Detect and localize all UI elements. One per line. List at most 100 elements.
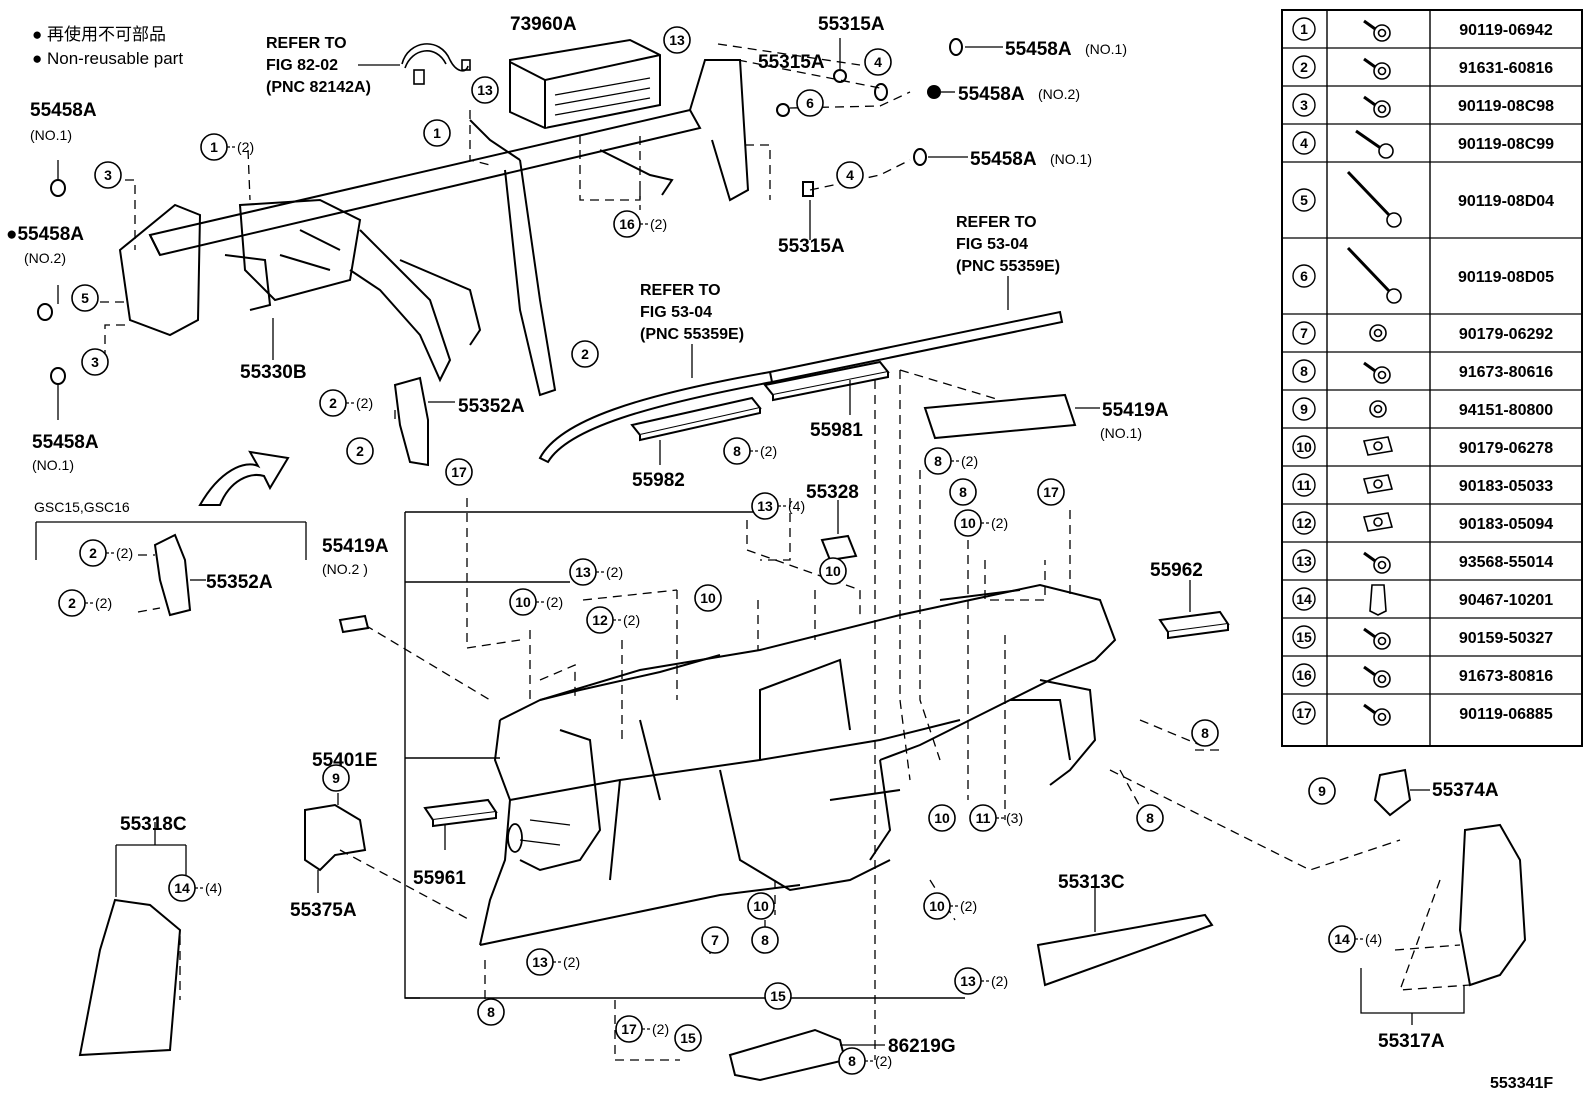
- callout-c6[interactable]: 6: [796, 89, 824, 117]
- callout-c17a[interactable]: 17: [445, 458, 473, 486]
- callout-number: 13: [575, 564, 591, 580]
- screw-icon: [1363, 551, 1391, 574]
- callout-c8a[interactable]: 8(2): [723, 437, 777, 465]
- callout-c9a[interactable]: 9: [322, 764, 350, 792]
- stud-bolt-icon: [1346, 246, 1402, 304]
- callout-c17c[interactable]: 17(2): [615, 1015, 669, 1043]
- callout-number: 8: [1201, 725, 1209, 741]
- callout-c9b[interactable]: 9: [1308, 777, 1336, 805]
- label-55313C: 55313C: [1058, 872, 1125, 893]
- callout-c17b[interactable]: 17: [1037, 478, 1065, 506]
- callout-c10g[interactable]: 10(2): [923, 892, 977, 920]
- windshield-molding[interactable]: [538, 310, 1064, 464]
- callout-c4a[interactable]: 4: [864, 48, 892, 76]
- callout-c2a[interactable]: 2: [571, 340, 599, 368]
- label-55458A-r2-no: (NO.2): [1038, 86, 1080, 102]
- speaker-panel-55419A-no1[interactable]: [923, 393, 1077, 440]
- callout-c11[interactable]: 11(3): [969, 804, 1023, 832]
- table-row-number: 5: [1300, 192, 1308, 208]
- table-part-number: 91631-60816: [1459, 60, 1553, 77]
- callout-c10c[interactable]: 10: [819, 557, 847, 585]
- register-55962[interactable]: [1158, 610, 1230, 640]
- reinforcement-beam-55330B[interactable]: [118, 59, 750, 397]
- callout-number: 9: [332, 770, 340, 786]
- bracket-86219G[interactable]: [728, 1028, 847, 1082]
- callout-c2d[interactable]: 2(2): [79, 539, 133, 567]
- cover-55317A[interactable]: [1458, 823, 1527, 987]
- callout-c13a[interactable]: 13: [663, 26, 691, 54]
- callout-c10d[interactable]: 10: [694, 584, 722, 612]
- callout-c14a[interactable]: 14(4): [168, 874, 222, 902]
- label-55458A-l3: 55458A: [32, 432, 99, 453]
- callout-number: 13: [757, 498, 773, 514]
- callout-c13c[interactable]: 13(4): [751, 492, 805, 520]
- callout-c10a[interactable]: 10(2): [954, 509, 1008, 537]
- defroster-nozzle-55981[interactable]: [763, 360, 890, 402]
- table-part-number: 90183-05033: [1459, 478, 1553, 495]
- callout-c8c[interactable]: 8: [949, 478, 977, 506]
- reference-fig-53-04-b[interactable]: REFER TO FIG 53-04 (PNC 55359E): [956, 214, 1060, 275]
- callout-c13e[interactable]: 13(2): [526, 948, 580, 976]
- table-part-number: 90179-06292: [1459, 326, 1553, 343]
- callout-c15a[interactable]: 15: [764, 982, 792, 1010]
- callout-c8h[interactable]: 8(2): [838, 1047, 892, 1075]
- reference-fig-53-04-a[interactable]: REFER TO FIG 53-04 (PNC 55359E): [640, 282, 744, 343]
- callout-c1a[interactable]: 1(2): [200, 133, 254, 161]
- bolt-icon: [1363, 703, 1391, 726]
- instrument-panel-55401E[interactable]: [479, 583, 1117, 946]
- callout-qty: (2): [652, 1021, 669, 1037]
- bracket-55352A-gsc[interactable]: [153, 533, 192, 617]
- callout-number: 13: [477, 82, 493, 98]
- callout-c14b[interactable]: 14(4): [1328, 925, 1382, 953]
- callout-c15b[interactable]: 15: [674, 1024, 702, 1052]
- callout-number: 10: [515, 594, 531, 610]
- callout-c8g[interactable]: 8: [477, 998, 505, 1026]
- callout-c2c[interactable]: 2: [346, 437, 374, 465]
- callout-number: 10: [825, 563, 841, 579]
- airbag-module-73960A[interactable]: [509, 38, 661, 130]
- callout-number: 10: [960, 515, 976, 531]
- callout-c3b[interactable]: 3: [81, 348, 109, 376]
- callout-c8d[interactable]: 8: [1191, 719, 1219, 747]
- svg-text:(PNC 55359E): (PNC 55359E): [956, 258, 1060, 275]
- table-part-number: 90119-08D04: [1458, 193, 1554, 210]
- pad-55419A-no2[interactable]: [338, 614, 370, 634]
- callout-c10f[interactable]: 10: [747, 892, 775, 920]
- callout-c8b[interactable]: 8(2): [924, 447, 978, 475]
- callout-c1b[interactable]: 1: [423, 119, 451, 147]
- panel-55313C[interactable]: [1036, 913, 1214, 987]
- callout-c10b[interactable]: 10(2): [509, 588, 563, 616]
- callout-c13b[interactable]: 13: [471, 76, 499, 104]
- callout-c2b[interactable]: 2(2): [319, 389, 373, 417]
- switch-55328[interactable]: [820, 534, 858, 562]
- bracket-55375A[interactable]: [304, 803, 367, 872]
- callout-c10e[interactable]: 10: [928, 804, 956, 832]
- callout-c7[interactable]: 7: [701, 926, 729, 954]
- callout-c8f[interactable]: 8: [751, 926, 779, 954]
- cover-55318C[interactable]: [78, 898, 182, 1057]
- register-55961[interactable]: [423, 798, 498, 828]
- callout-number: 2: [329, 395, 337, 411]
- bracket-55374A[interactable]: [1373, 768, 1412, 817]
- reference-fig-82-02[interactable]: REFER TO FIG 82-02 (PNC 82142A): [266, 35, 371, 96]
- callout-c13d[interactable]: 13(2): [569, 558, 623, 586]
- callout-c13f[interactable]: 13(2): [954, 967, 1008, 995]
- callout-c8e[interactable]: 8: [1136, 804, 1164, 832]
- defroster-nozzle-55982[interactable]: [630, 396, 762, 442]
- callout-c3a[interactable]: 3: [94, 161, 122, 189]
- bracket-55352A-upper[interactable]: [393, 376, 429, 467]
- callout-c4b[interactable]: 4: [836, 161, 864, 189]
- svg-text:FIG 53-04: FIG 53-04: [956, 236, 1028, 253]
- callout-number: 8: [733, 443, 741, 459]
- callout-c2e[interactable]: 2(2): [58, 589, 112, 617]
- callout-c5[interactable]: 5: [71, 284, 99, 312]
- callout-c16[interactable]: 16(2): [613, 210, 667, 238]
- callout-c12[interactable]: 12(2): [586, 606, 640, 634]
- svg-text:REFER TO: REFER TO: [956, 214, 1037, 231]
- callout-number: 10: [929, 898, 945, 914]
- label-55458A-l1-no: (NO.1): [30, 127, 72, 143]
- table-row: 5 90119-08D04: [1292, 170, 1554, 228]
